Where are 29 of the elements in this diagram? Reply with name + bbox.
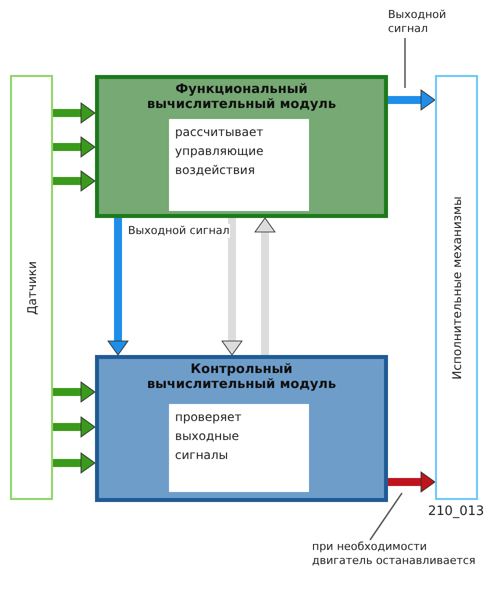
arrow <box>53 452 96 474</box>
arrow <box>53 416 96 438</box>
arrow <box>53 102 96 124</box>
description-box <box>169 404 309 492</box>
arrow <box>388 90 436 110</box>
arrow <box>222 218 242 356</box>
module-title: Функциональный вычислительный модуль <box>146 82 338 112</box>
arrow <box>108 218 128 356</box>
module-title: Контрольный вычислительный модуль <box>146 362 338 392</box>
panel-label: Датчики <box>24 260 38 314</box>
module-box <box>95 75 388 218</box>
leader-line <box>404 38 406 88</box>
arrow <box>254 218 276 355</box>
edge-label: Выходной сигнал <box>128 224 230 238</box>
leader-line <box>369 492 403 540</box>
arrow <box>388 472 436 492</box>
panel-label: Исполнительные механизмы <box>450 196 464 380</box>
description-text: проверяет выходные сигналы <box>174 409 242 464</box>
callout-text: Выходной сигнал <box>388 8 460 38</box>
actuator-panel <box>435 75 478 500</box>
description-text: рассчитывает управляющие воздействия <box>174 124 264 179</box>
arrow <box>53 136 96 158</box>
description-box <box>169 119 309 211</box>
arrow <box>53 382 96 402</box>
module-box <box>95 355 388 502</box>
figure-code: 210_013 <box>428 505 484 519</box>
sensor-panel <box>10 75 53 500</box>
arrow <box>53 170 96 192</box>
callout-text: при необходимости двигатель останавливается <box>312 540 482 585</box>
